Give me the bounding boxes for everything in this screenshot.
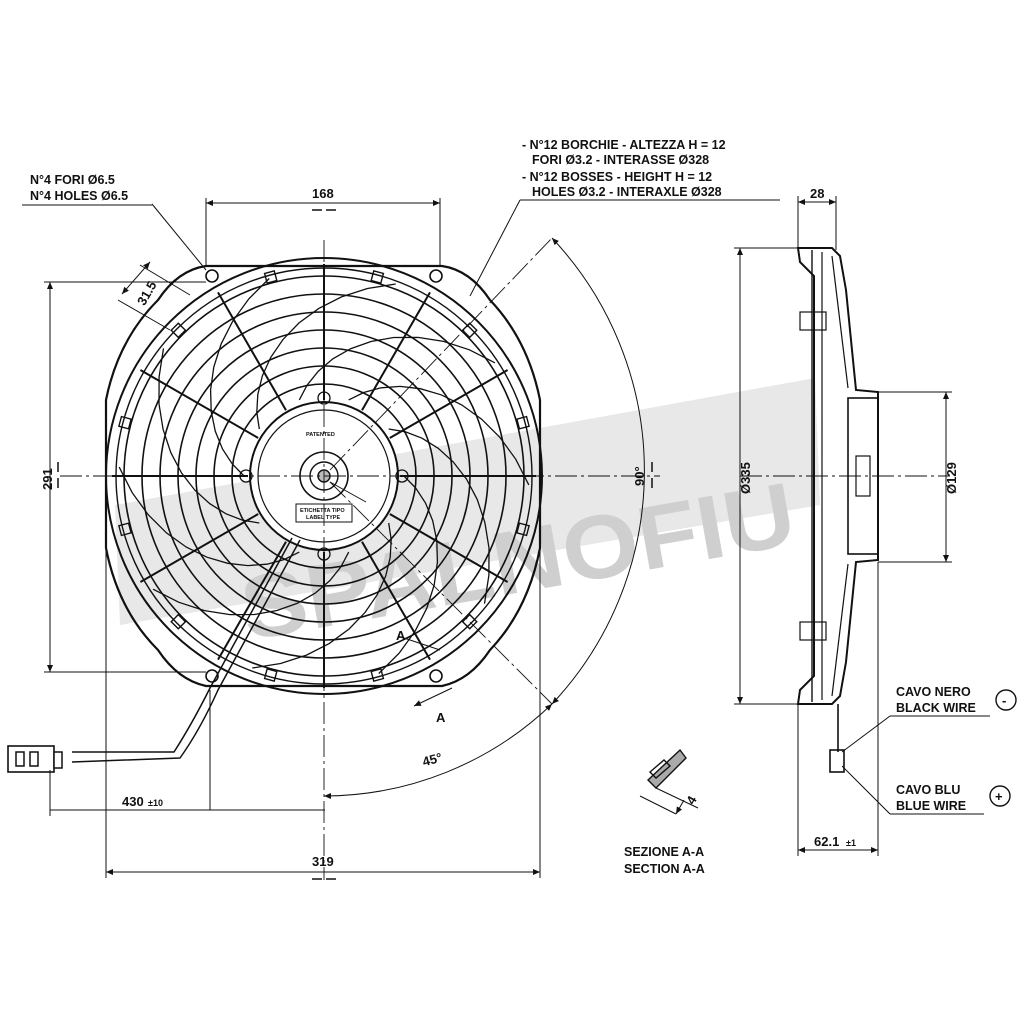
fan-blade xyxy=(252,522,392,669)
fan-blade xyxy=(209,278,270,477)
mounting-hole-tl xyxy=(205,269,219,283)
watermark: SPALNOFIU xyxy=(115,378,820,660)
section-aa-detail xyxy=(639,748,699,815)
bosses-note-en-1: - N°12 BOSSES - HEIGHT H = 12 xyxy=(522,170,712,184)
power-cable xyxy=(7,537,301,773)
dim-90: 90° xyxy=(632,466,647,486)
section-label-it: SEZIONE A-A xyxy=(624,845,704,859)
dim-28: 28 xyxy=(810,186,824,201)
side-motor xyxy=(847,397,879,555)
fan-blade xyxy=(298,336,496,401)
annotations: N°4 FORI Ø6.5 N°4 HOLES Ø6.5 - N°12 BORC… xyxy=(30,138,1006,876)
section-marker-top: A xyxy=(396,628,406,643)
bosses-note-en-2: HOLES Ø3.2 - INTERAXLE Ø328 xyxy=(532,185,722,199)
dim-62-1-tol: ±1 xyxy=(846,838,856,848)
side-wire-connector xyxy=(829,749,845,773)
dim-430: 430 xyxy=(122,794,144,809)
fan-blade xyxy=(378,475,439,674)
fan-side-view xyxy=(796,247,879,773)
fan-blade xyxy=(256,283,396,430)
section-marker-bottom: A xyxy=(436,710,446,725)
mounting-hole-br xyxy=(429,669,443,683)
plus-sign: + xyxy=(995,789,1003,804)
grill-spoke xyxy=(389,369,509,439)
grill-spoke xyxy=(139,369,259,439)
polarity-symbols xyxy=(989,689,1017,807)
black-wire-it: CAVO NERO xyxy=(896,685,971,699)
blue-wire-it: CAVO BLU xyxy=(896,783,960,797)
mounting-boss xyxy=(118,415,132,430)
dim-319: 319 xyxy=(312,854,334,869)
grill-spoke xyxy=(217,291,287,411)
mounting-boss xyxy=(170,613,187,630)
grill-spoke xyxy=(361,541,431,661)
mounting-boss xyxy=(516,415,530,430)
blue-wire-en: BLUE WIRE xyxy=(896,799,966,813)
dim-335: Ø335 xyxy=(738,462,753,494)
grill-spoke xyxy=(217,541,287,661)
minus-symbol xyxy=(995,689,1017,711)
dim-168: 168 xyxy=(312,186,334,201)
mounting-hole-tr xyxy=(429,269,443,283)
patented-label: PATENTED xyxy=(306,432,335,438)
bosses-note-it-2: FORI Ø3.2 - INTERASSE Ø328 xyxy=(532,153,709,167)
shroud-outline xyxy=(104,264,542,688)
section-label-en: SECTION A-A xyxy=(624,862,705,876)
fan-blade xyxy=(152,551,350,616)
mounting-boss xyxy=(170,322,187,339)
dim-430-tol: ±10 xyxy=(148,798,163,808)
mounting-boss xyxy=(461,322,478,339)
mounting-boss xyxy=(263,668,278,682)
dim-129: Ø129 xyxy=(944,462,959,494)
mounting-boss xyxy=(118,522,132,537)
mounting-hole-bl xyxy=(205,669,219,683)
mounting-boss xyxy=(516,522,530,537)
mounting-holes xyxy=(205,269,443,683)
dimension-tick-marks xyxy=(57,209,653,880)
grill-spoke xyxy=(361,291,431,411)
bosses-note-it-1: - N°12 BORCHIE - ALTEZZA H = 12 xyxy=(522,138,726,152)
side-dimension-lines xyxy=(734,196,990,856)
dim-291: 291 xyxy=(40,468,55,490)
grill-spoke xyxy=(389,513,509,583)
grill-spoke xyxy=(139,513,259,583)
fan-blade xyxy=(158,348,260,524)
label-type-it: ETICHETTA TIPO xyxy=(300,508,345,514)
plus-symbol xyxy=(989,785,1011,807)
dim-4: 4 xyxy=(683,793,700,807)
mounting-boss xyxy=(370,668,385,682)
fan-blade xyxy=(118,466,300,567)
fan-blade xyxy=(348,385,530,486)
mounting-boss xyxy=(263,270,278,284)
black-wire-en: BLACK WIRE xyxy=(896,701,976,715)
dim-62-1: 62.1 xyxy=(814,834,839,849)
fan-blades xyxy=(118,278,530,674)
holes-note-it: N°4 FORI Ø6.5 xyxy=(30,173,115,187)
side-shroud xyxy=(796,247,879,705)
holes-note-en: N°4 HOLES Ø6.5 xyxy=(30,189,128,203)
label-type-en: LABEL TYPE xyxy=(306,515,340,521)
dim-45: 45° xyxy=(421,750,444,770)
dimension-lines xyxy=(22,198,780,878)
fan-blade xyxy=(388,428,490,604)
mounting-boss xyxy=(370,270,385,284)
minus-sign: - xyxy=(1002,693,1006,708)
